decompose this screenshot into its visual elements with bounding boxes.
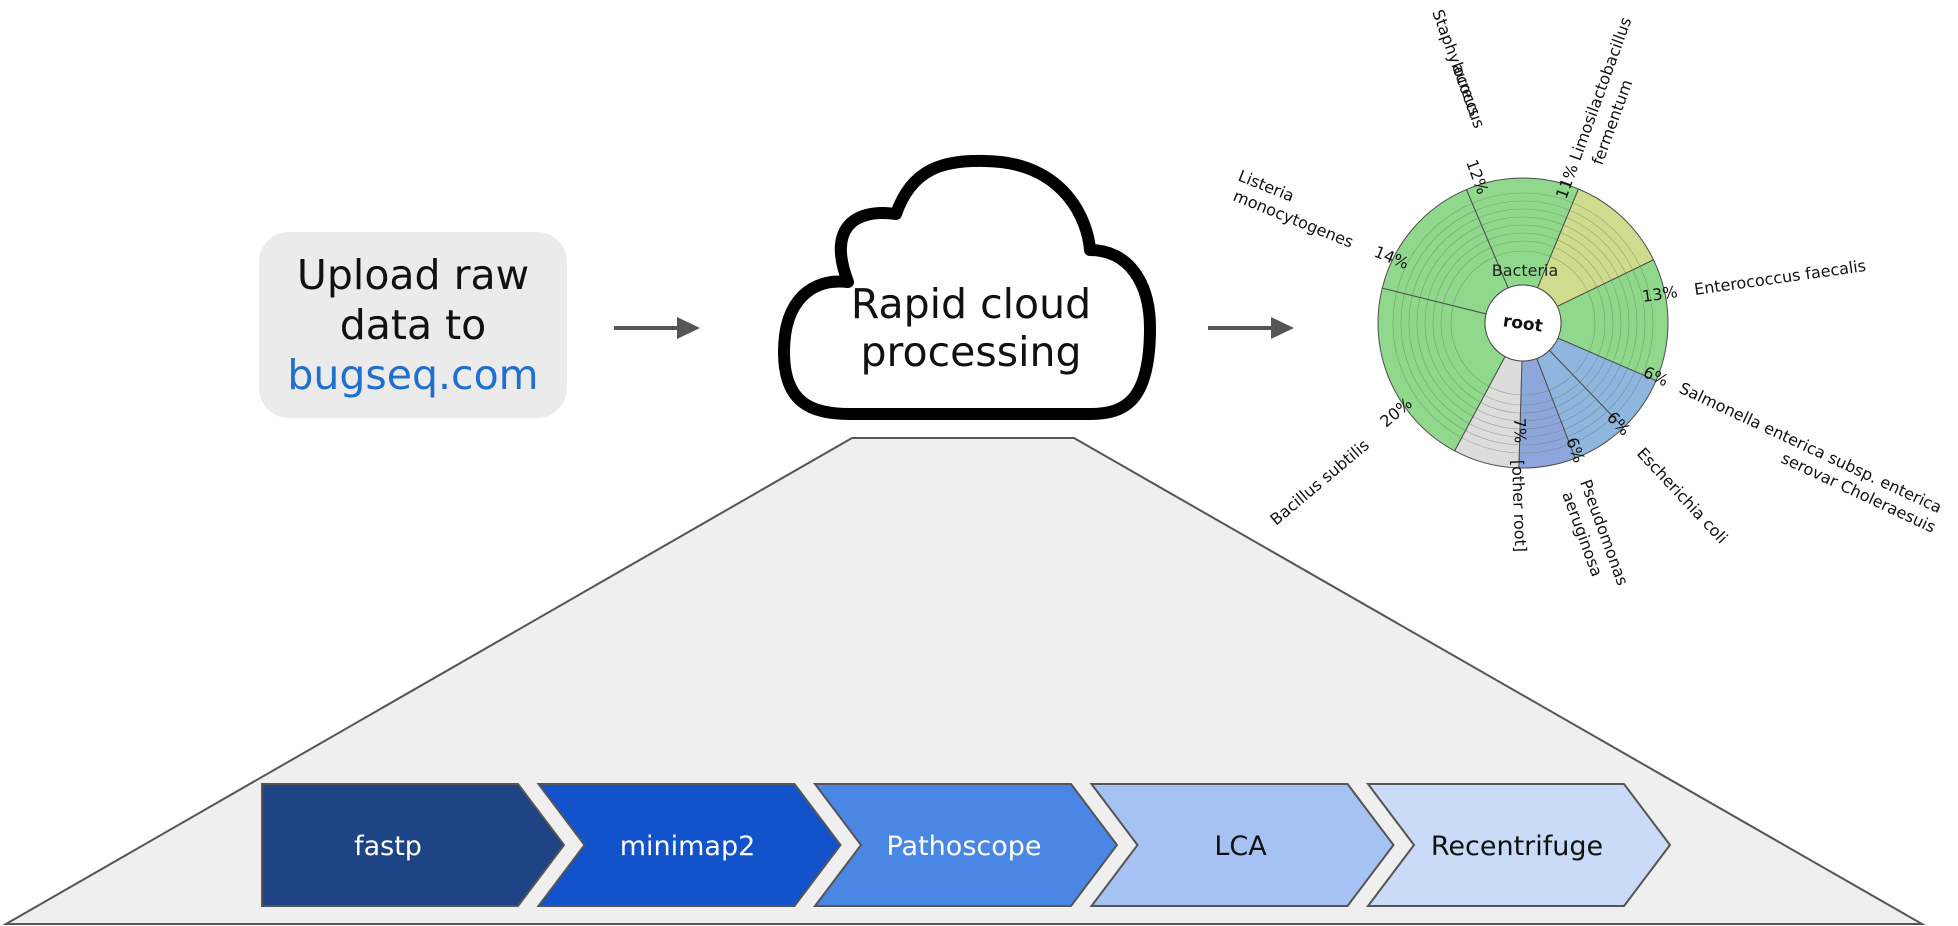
- callout-staph-pct: 12%: [1462, 157, 1492, 197]
- callout-ecoli-line-1: Escherichia coli: [1633, 444, 1731, 548]
- chart-slice[interactable]: [1465, 177, 1580, 289]
- pipeline-step-shape: [261, 783, 566, 907]
- cloud-label-line-1: Rapid cloud: [851, 280, 1091, 328]
- chart-ring: [1450, 250, 1596, 396]
- chart-slice[interactable]: [1548, 337, 1657, 429]
- callout-staph-line-2: aureus: [1448, 61, 1484, 119]
- callout-limo-line-2: fermentum: [1588, 77, 1636, 167]
- upload-box: Upload raw data to bugseq.com: [259, 232, 567, 418]
- chart-ring: [1424, 224, 1622, 422]
- arrow-right-icon: [614, 317, 700, 339]
- pipeline-background: [2, 437, 1926, 925]
- cloud-label-line-2: processing: [861, 328, 1082, 376]
- pipeline-step-label: Pathoscope: [886, 831, 1041, 862]
- pipeline-step-label: minimap2: [620, 831, 756, 862]
- chart-slices: [1377, 177, 1669, 469]
- chart-slice[interactable]: [1536, 188, 1655, 308]
- callout-limo-line-1: 11% Limosilactobacillus: [1552, 15, 1635, 202]
- callout-ente-pct: 13%: [1641, 282, 1679, 306]
- callout-salm-pct: 6%: [1640, 362, 1671, 390]
- callout-pseudo-line-1: Pseudomonas: [1576, 477, 1632, 588]
- callout-ente-line-1: Enterococcus faecalis: [1693, 256, 1867, 299]
- bugseq-link[interactable]: bugseq.com: [287, 351, 539, 399]
- chart-ring: [1440, 240, 1606, 406]
- chart-slice[interactable]: [1556, 259, 1669, 382]
- callout-staph-line-1: Staphylococcus: [1428, 7, 1489, 131]
- callout-listeria-line-1: Listeria: [1236, 166, 1297, 206]
- pipeline-step-label: LCA: [1214, 831, 1267, 862]
- pipeline-step-label: Recentrifuge: [1431, 831, 1603, 862]
- pipeline-steps: fastp minimap2 Pathoscope LCA Recentrifuge: [261, 783, 1672, 907]
- callout-other-line-1: [other root]: [1508, 459, 1530, 552]
- chart-ring: [1408, 208, 1638, 438]
- callout-salm-line-2: serovar Choleraesuis: [1778, 448, 1938, 536]
- arrow-right-icon: [1208, 317, 1294, 339]
- chart-root-circle: [1484, 284, 1562, 362]
- chart-ring: [1416, 216, 1630, 430]
- chart-ring: [1392, 192, 1654, 454]
- chart-root-label: root: [1502, 311, 1544, 336]
- taxonomy-chart: root Bacteria: [1377, 177, 1669, 469]
- pipeline-step-shape: [1089, 783, 1395, 907]
- chart-slice[interactable]: [1453, 355, 1523, 469]
- upload-line-1: Upload raw: [296, 251, 530, 299]
- callout-pseudo-line-2: aeruginosa: [1558, 489, 1606, 579]
- callout-listeria-line-2: monocytogenes: [1231, 186, 1357, 252]
- chart-slice[interactable]: [1381, 188, 1509, 315]
- chart-ring: [1432, 232, 1614, 414]
- chart-slice[interactable]: [1518, 357, 1576, 469]
- callout-ecoli-pct: 6%: [1603, 408, 1634, 440]
- chart-slice[interactable]: [1377, 287, 1506, 452]
- upload-line-2: data to: [339, 301, 487, 349]
- callout-pseudo-pct: 6%: [1562, 435, 1589, 465]
- chart-inner-label: Bacteria: [1492, 261, 1559, 280]
- pipeline-step-label: fastp: [354, 831, 422, 862]
- callout-other-pct: 7%: [1510, 417, 1530, 443]
- pipeline-step-shape: [812, 783, 1119, 907]
- pipeline-step-shape: [536, 783, 842, 907]
- callout-bac-pct: 20%: [1376, 394, 1415, 431]
- pipeline-step-shape: [1365, 783, 1672, 907]
- callout-bac-line-1: Bacillus subtilis: [1266, 435, 1372, 529]
- cloud-icon: [778, 154, 1156, 420]
- chart-slice[interactable]: [1536, 349, 1625, 459]
- chart-ring: [1400, 200, 1646, 446]
- chart-callouts: 12% Staphylococcus aureus 11% Limosilact…: [1231, 7, 1945, 588]
- callout-salm-line-1: Salmonella enterica subsp. enterica: [1676, 378, 1944, 517]
- callout-listeria-pct: 14%: [1372, 242, 1412, 273]
